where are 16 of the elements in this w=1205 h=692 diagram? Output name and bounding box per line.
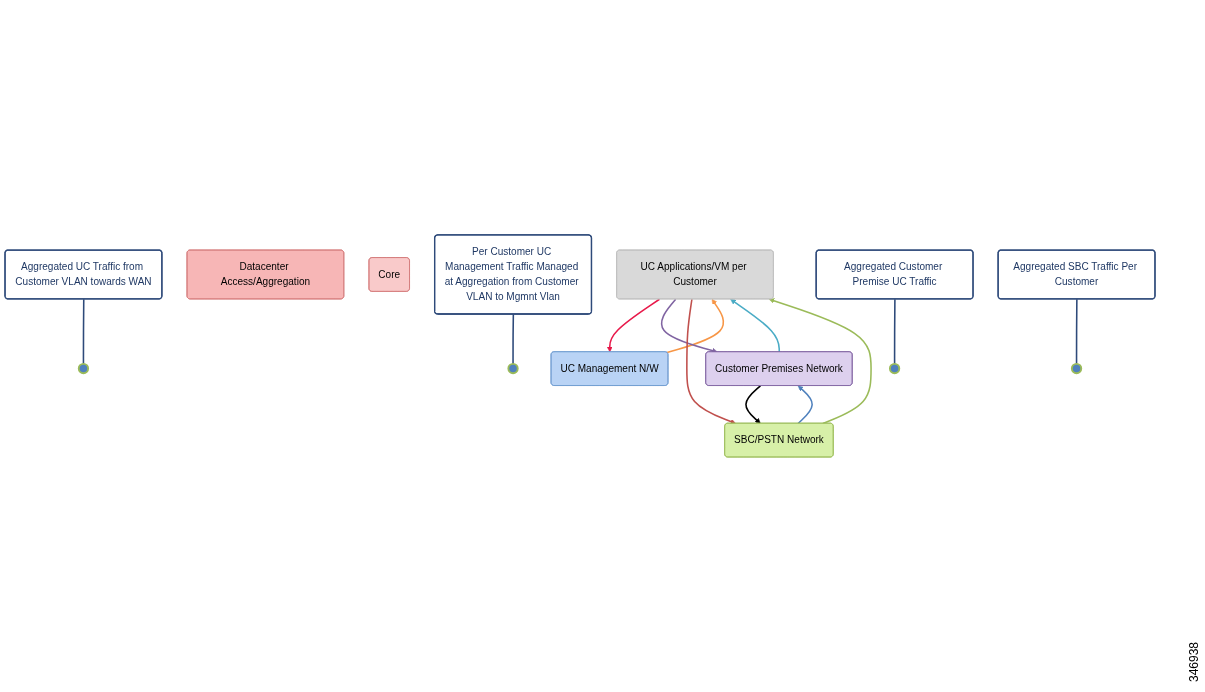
figure-number: 346938 [1187, 641, 1201, 682]
node-ellipse [77, 362, 90, 375]
arrow [730, 299, 781, 353]
node-ellipse [507, 362, 519, 375]
arrow [768, 298, 872, 425]
arrow [607, 298, 661, 353]
arrow [686, 298, 736, 425]
connector [512, 313, 515, 365]
arrow [797, 385, 813, 425]
arrow [666, 299, 725, 354]
connector [82, 298, 85, 365]
node-ellipse [1070, 362, 1083, 375]
connector [893, 298, 896, 365]
connector [1075, 298, 1078, 365]
node-ellipse [888, 362, 901, 375]
arrow [745, 385, 762, 424]
